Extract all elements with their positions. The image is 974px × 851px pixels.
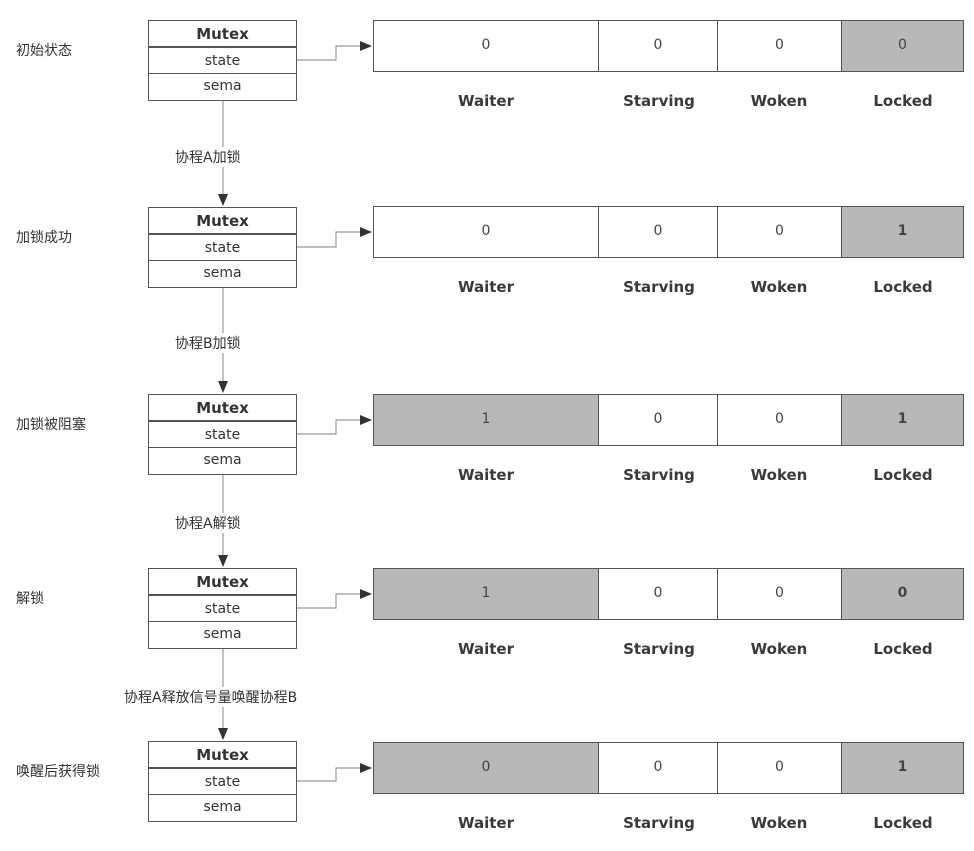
state-pointer-connector — [297, 763, 372, 782]
woken-bit-label: Woken — [750, 278, 808, 296]
mutex-sema-field: sema — [203, 452, 242, 468]
mutex-title: Mutex — [149, 569, 296, 596]
woken-bit-cell: 0 — [718, 569, 842, 619]
locked-bit-label: Locked — [873, 92, 933, 110]
locked-bit-cell: 0 — [842, 569, 963, 619]
starving-bit-label: Starving — [623, 640, 695, 658]
mutex-sema-field: sema — [203, 265, 242, 281]
mutex-sema-field: sema — [203, 626, 242, 642]
mutex-title: Mutex — [149, 21, 296, 48]
waiter-bit-cell: 0 — [374, 21, 599, 71]
starving-bit-cell: 0 — [599, 743, 718, 793]
starving-bit-label: Starving — [623, 814, 695, 832]
state-pointer-connector — [297, 41, 372, 61]
mutex-state-field: state — [149, 596, 296, 622]
stage-label: 唤醒后获得锁 — [16, 764, 100, 780]
mutex-title: Mutex — [149, 395, 296, 422]
transition-label: 协程A加锁 — [173, 147, 243, 167]
transition-label: 协程A解锁 — [173, 513, 243, 533]
locked-bit-cell: 1 — [842, 207, 963, 257]
woken-bit-cell: 0 — [718, 21, 842, 71]
waiter-bit-label: Waiter — [457, 814, 514, 832]
woken-bit-label: Woken — [750, 466, 808, 484]
mutex-state-field: state — [149, 48, 296, 74]
waiter-bit-cell: 0 — [374, 207, 599, 257]
locked-bit-cell: 1 — [842, 743, 963, 793]
waiter-bit-cell: 1 — [374, 395, 599, 445]
stage-label: 初始状态 — [16, 43, 72, 59]
locked-bit-cell: 1 — [842, 395, 963, 445]
transition-label: 协程A释放信号量唤醒协程B — [122, 687, 300, 707]
locked-bit-label: Locked — [873, 278, 933, 296]
mutex-sema-field: sema — [203, 799, 242, 815]
starving-bit-label: Starving — [623, 278, 695, 296]
woken-bit-cell: 0 — [718, 207, 842, 257]
starving-bit-label: Starving — [623, 466, 695, 484]
locked-bit-cell: 0 — [842, 21, 963, 71]
waiter-bit-label: Waiter — [457, 278, 514, 296]
starving-bit-cell: 0 — [599, 207, 718, 257]
stage-label: 解锁 — [16, 591, 44, 607]
woken-bit-label: Woken — [750, 640, 808, 658]
starving-bit-cell: 0 — [599, 569, 718, 619]
mutex-state-field: state — [149, 235, 296, 261]
waiter-bit-label: Waiter — [457, 466, 514, 484]
woken-bit-cell: 0 — [718, 743, 842, 793]
woken-bit-label: Woken — [750, 92, 808, 110]
waiter-bit-label: Waiter — [457, 92, 514, 110]
mutex-sema-field: sema — [203, 78, 242, 94]
waiter-bit-cell: 1 — [374, 569, 599, 619]
state-pointer-connector — [297, 415, 372, 435]
woken-bit-label: Woken — [750, 814, 808, 832]
woken-bit-cell: 0 — [718, 395, 842, 445]
state-pointer-connector — [297, 589, 372, 609]
mutex-title: Mutex — [149, 208, 296, 235]
starving-bit-label: Starving — [623, 92, 695, 110]
stage-label: 加锁成功 — [16, 230, 72, 246]
locked-bit-label: Locked — [873, 814, 933, 832]
mutex-title: Mutex — [149, 742, 296, 769]
stage-label: 加锁被阻塞 — [16, 417, 86, 433]
mutex-state-field: state — [149, 422, 296, 448]
mutex-state-field: state — [149, 769, 296, 795]
locked-bit-label: Locked — [873, 640, 933, 658]
state-pointer-connector — [297, 227, 372, 248]
transition-label: 协程B加锁 — [173, 333, 243, 353]
starving-bit-cell: 0 — [599, 21, 718, 71]
waiter-bit-label: Waiter — [457, 640, 514, 658]
locked-bit-label: Locked — [873, 466, 933, 484]
waiter-bit-cell: 0 — [374, 743, 599, 793]
starving-bit-cell: 0 — [599, 395, 718, 445]
